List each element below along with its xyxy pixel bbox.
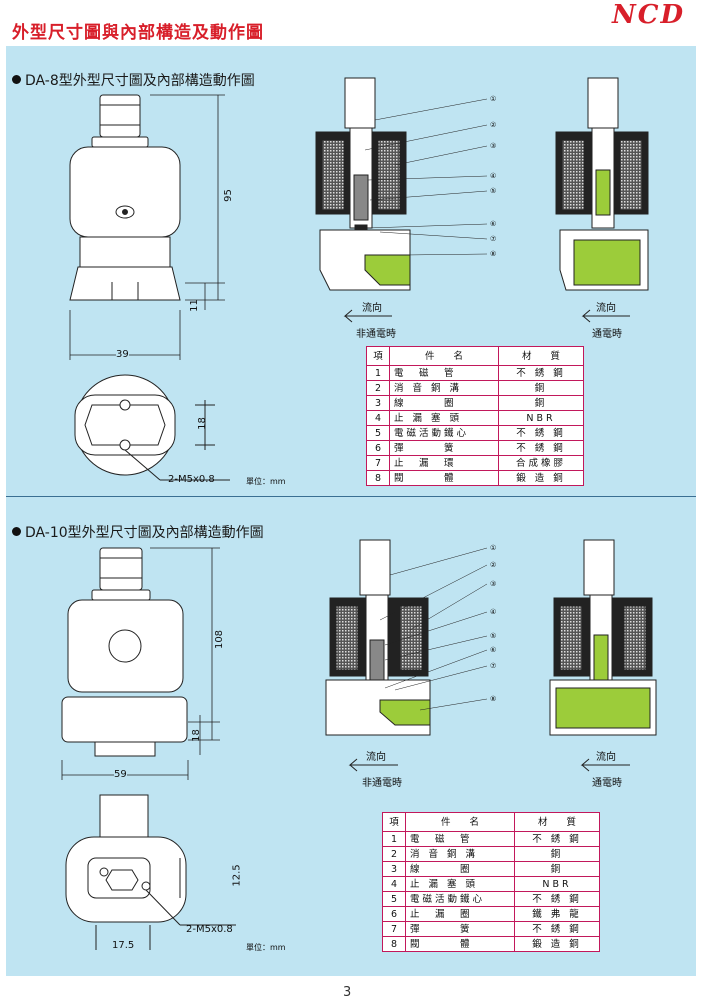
callout-3: ③ — [490, 580, 496, 588]
da10-flow-off-state: 非通電時 — [362, 778, 402, 789]
col-material: 材 質 — [514, 812, 600, 832]
col-material: 材 質 — [498, 346, 584, 366]
callout-8: ⑧ — [490, 695, 496, 703]
da10-base-dim: 18 — [190, 729, 202, 742]
callout-6: ⑥ — [490, 646, 496, 654]
da8-height-dim: 95 — [222, 189, 234, 202]
callout-3: ③ — [490, 142, 496, 150]
da8-callout-list: ① ② ③ ④ ⑤ ⑥ ⑦ ⑧ — [490, 95, 496, 258]
callout-1: ① — [490, 544, 496, 552]
col-part: 件 名 — [389, 346, 499, 366]
callout-7: ⑦ — [490, 235, 496, 243]
brand-logo: NCD — [611, 0, 685, 30]
table-header: 項 件 名 材 質 — [366, 346, 584, 366]
da8-flow-off-state: 非通電時 — [356, 329, 396, 340]
da10-bottom-dim: 17.5 — [112, 940, 135, 951]
da10-bottom-view — [65, 794, 236, 950]
da10-leader-lines — [379, 547, 488, 711]
table-header: 項 件 名 材 質 — [382, 812, 600, 832]
da10-flow-arrows — [348, 758, 630, 772]
da8-base-dim: 11 — [188, 299, 200, 312]
da8-unit-label: 單位：mm — [246, 477, 286, 486]
callout-7: ⑦ — [490, 662, 496, 670]
da10-thread-label: 2-M5x0.8 — [186, 924, 233, 935]
callout-4: ④ — [490, 608, 496, 616]
da8-flow-on-label: 流向 — [596, 303, 616, 314]
bullet-icon — [12, 527, 21, 536]
da10-flow-on-label: 流向 — [596, 752, 616, 763]
da8-cutaway-off — [315, 77, 411, 291]
page-header: 外型尺寸圖與內部構造及動作圖 NCD — [0, 0, 703, 46]
da10-flow-off-label: 流向 — [366, 752, 386, 763]
da10-unit-label: 單位：mm — [246, 943, 286, 952]
callout-4: ④ — [490, 172, 496, 180]
da8-flow-off-label: 流向 — [362, 303, 382, 314]
section2-title: DA-10型外型尺寸圖及內部構造動作圖 — [12, 522, 264, 542]
da8-bottom-dim: 18 — [196, 417, 208, 430]
callout-5: ⑤ — [490, 632, 496, 640]
da8-dimensions — [69, 94, 225, 360]
da10-width-dim: 59 — [114, 769, 127, 780]
callout-6: ⑥ — [490, 220, 496, 228]
col-no: 項 — [382, 812, 406, 832]
da8-bottom-view — [74, 374, 230, 481]
da8-cutaway-on — [555, 77, 649, 291]
da8-leader-lines — [364, 98, 488, 256]
da10-callout-list: ① ② ③ ④ ⑤ ⑥ ⑦ ⑧ — [490, 544, 496, 703]
da8-flow-arrows — [343, 309, 630, 323]
da8-thread-label: 2-M5x0.8 — [168, 474, 215, 485]
col-no: 項 — [366, 346, 390, 366]
da10-height-dim: 108 — [214, 629, 226, 650]
callout-8: ⑧ — [490, 250, 496, 258]
bullet-icon — [12, 75, 21, 84]
da10-side-dim: 12.5 — [231, 864, 243, 887]
da8-flow-on-state: 通電時 — [592, 329, 622, 340]
callout-5: ⑤ — [490, 187, 496, 195]
section-divider — [6, 496, 696, 497]
da8-width-dim: 39 — [116, 349, 129, 360]
page-number: 3 — [343, 985, 352, 1000]
section1-title: DA-8型外型尺寸圖及內部構造動作圖 — [12, 70, 255, 90]
da10-cutaway-on — [549, 539, 657, 736]
callout-2: ② — [490, 561, 496, 569]
da8-side-view — [69, 94, 181, 301]
da10-flow-on-state: 通電時 — [592, 778, 622, 789]
callout-1: ① — [490, 95, 496, 103]
col-part: 件 名 — [405, 812, 515, 832]
callout-2: ② — [490, 121, 496, 129]
page-title: 外型尺寸圖與內部構造及動作圖 — [12, 23, 264, 43]
da10-side-view — [61, 547, 188, 757]
da10-cutaway-off — [325, 539, 431, 736]
